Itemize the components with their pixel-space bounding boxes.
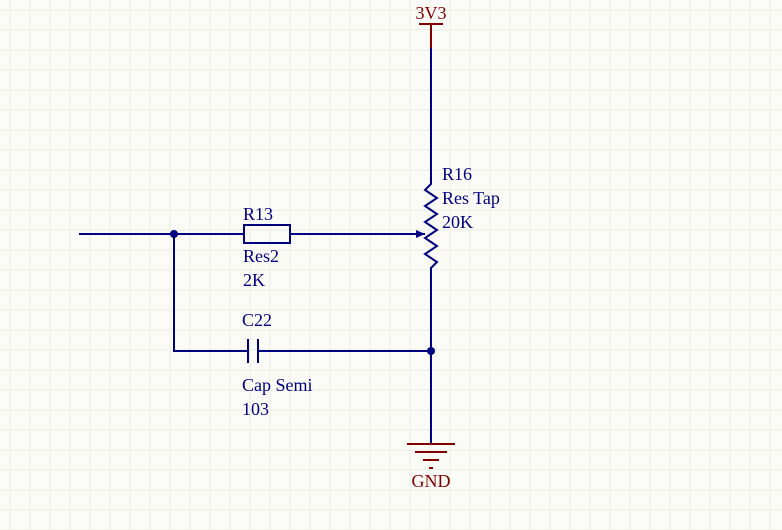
r13-comment: Res2 xyxy=(243,246,279,266)
junction-left xyxy=(170,230,178,238)
resistor-icon xyxy=(243,224,291,244)
wires xyxy=(79,23,432,445)
wiper-arrow-icon xyxy=(416,230,425,238)
r13-value: 2K xyxy=(243,270,265,290)
c22-designator: C22 xyxy=(242,310,272,330)
junction-right xyxy=(427,347,435,355)
component-r13[interactable]: R13 Res2 2K xyxy=(224,204,310,290)
power-port-label-gnd: GND xyxy=(412,471,451,491)
power-port-label-3v3: 3V3 xyxy=(416,3,447,23)
r16-value: 20K xyxy=(442,212,473,232)
r16-comment: Res Tap xyxy=(442,188,500,208)
power-port-gnd[interactable]: GND xyxy=(407,443,455,491)
component-c22[interactable]: C22 Cap Semi 103 xyxy=(235,310,313,419)
capacitor-icon xyxy=(235,339,270,363)
r13-designator: R13 xyxy=(243,204,273,224)
c22-value: 103 xyxy=(242,399,269,419)
r16-designator: R16 xyxy=(442,164,472,184)
c22-comment: Cap Semi xyxy=(242,375,313,395)
ground-icon xyxy=(407,443,455,469)
power-port-3v3[interactable]: 3V3 xyxy=(416,3,447,48)
component-r16[interactable]: R16 Res Tap 20K xyxy=(410,164,500,269)
potentiometer-icon xyxy=(423,176,439,269)
